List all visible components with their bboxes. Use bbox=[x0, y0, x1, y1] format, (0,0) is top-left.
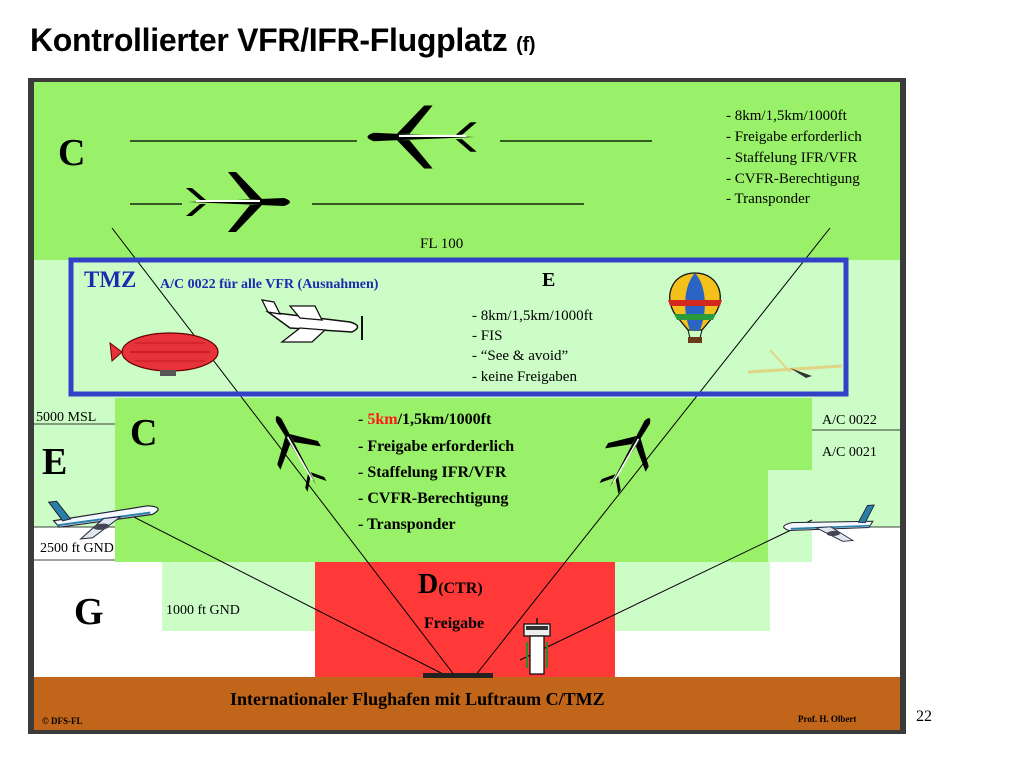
ctr-letter: D(CTR) bbox=[418, 569, 483, 600]
slide-title-suffix: (f) bbox=[516, 34, 536, 56]
g-letter: G bbox=[74, 591, 104, 633]
airship-icon bbox=[109, 332, 219, 376]
departure-line-right bbox=[519, 519, 813, 661]
upper-c-note: - Freigabe erforderlich bbox=[726, 129, 862, 145]
tmz-note: - FIS bbox=[472, 328, 502, 344]
e-letter: E bbox=[42, 441, 67, 483]
upper-c-note: - CVFR-Berechtigung bbox=[726, 171, 860, 187]
tmz-class-letter: E bbox=[542, 269, 555, 291]
airspace-class-c-upper bbox=[34, 82, 900, 260]
control-tower-icon bbox=[523, 618, 551, 675]
propeller-plane-icon bbox=[260, 299, 363, 343]
msl-label: 5000 MSL bbox=[36, 410, 96, 425]
upper-c-note: - Transponder bbox=[726, 191, 810, 207]
lower-c-note: - Freigabe erforderlich bbox=[358, 438, 514, 455]
tmz-label: TMZ bbox=[84, 267, 136, 292]
lower-c-notes: - 5km/1,5km/1000ft - Freigabe erforderli… bbox=[358, 411, 514, 533]
hot-air-balloon-icon bbox=[668, 272, 722, 343]
tmz-note: - “See & avoid” bbox=[472, 348, 568, 364]
upper-c-letter: C bbox=[58, 132, 85, 174]
lower-c-note-red: 5km bbox=[367, 411, 398, 428]
gnd2500-label: 2500 ft GND bbox=[40, 541, 114, 556]
fl-label: FL 100 bbox=[420, 236, 463, 252]
ctr-label: Freigabe bbox=[424, 615, 484, 632]
ac0022-label: A/C 0022 bbox=[822, 413, 877, 428]
airspace-class-g-right bbox=[615, 562, 900, 677]
lower-c-note: - CVFR-Berechtigung bbox=[358, 490, 508, 507]
upper-c-notes: - 8km/1,5km/1000ft - Freigabe erforderli… bbox=[726, 108, 862, 207]
ground-strip bbox=[34, 677, 900, 730]
lower-c-note: - Staffelung IFR/VFR bbox=[358, 464, 507, 481]
gnd1000-label: 1000 ft GND bbox=[166, 603, 240, 618]
departure-line-left bbox=[119, 509, 446, 676]
ground-label: Internationaler Flughafen mit Luftraum C… bbox=[230, 689, 605, 709]
runway bbox=[423, 673, 493, 678]
lower-c-note-rest: /1,5km/1000ft bbox=[397, 411, 492, 428]
upper-c-note: - Staffelung IFR/VFR bbox=[726, 150, 857, 166]
lower-c-note: - Transponder bbox=[358, 516, 456, 533]
page-number: 22 bbox=[916, 708, 932, 725]
tmz-note: - 8km/1,5km/1000ft bbox=[472, 308, 594, 324]
slide-title-text: Kontrollierter VFR/IFR-Flugplatz bbox=[30, 22, 508, 58]
upper-c-note: - 8km/1,5km/1000ft bbox=[726, 108, 848, 124]
lower-c-note-first: - 5km/1,5km/1000ft bbox=[358, 411, 492, 428]
lower-c-letter: C bbox=[130, 412, 157, 454]
copyright-label: © DFS-FL bbox=[42, 716, 82, 726]
airspace-class-g-left bbox=[34, 562, 315, 677]
tmz-note: - keine Freigaben bbox=[472, 369, 577, 385]
airspace-class-g-band-left bbox=[34, 527, 115, 562]
tmz-subtitle: A/C 0022 für alle VFR (Ausnahmen) bbox=[160, 277, 379, 292]
slide-title: Kontrollierter VFR/IFR-Flugplatz (f) bbox=[30, 22, 535, 59]
ctr-letter-d: D bbox=[418, 569, 438, 600]
glider-icon bbox=[747, 349, 843, 378]
author-label: Prof. H. Olbert bbox=[798, 714, 856, 724]
tmz-notes: - 8km/1,5km/1000ft - FIS - “See & avoid”… bbox=[472, 308, 594, 385]
ac0021-label: A/C 0021 bbox=[822, 445, 877, 460]
ctr-suffix: (CTR) bbox=[438, 580, 482, 597]
approach-line-right bbox=[474, 227, 831, 677]
tmz-box bbox=[68, 257, 849, 397]
